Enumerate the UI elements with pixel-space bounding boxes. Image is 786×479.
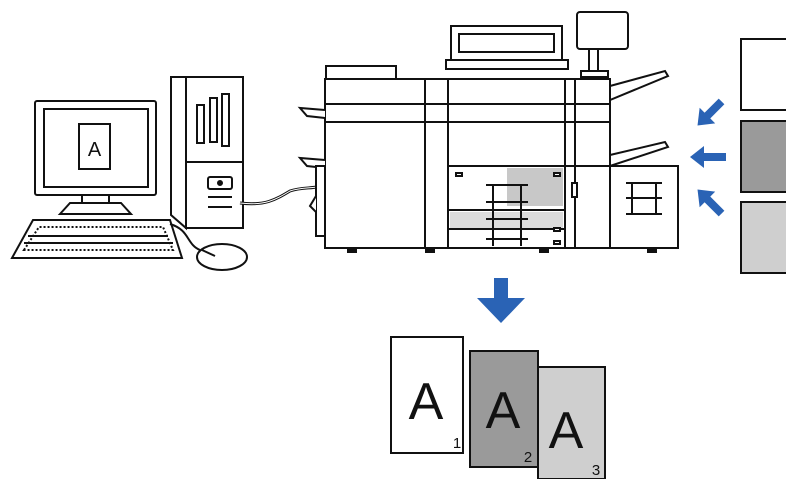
output-page-3-number: 3	[592, 462, 600, 479]
computer: A	[12, 77, 325, 270]
large-capacity-tray	[610, 166, 678, 248]
paper-source-white	[741, 39, 786, 110]
output-page-2-number: 2	[524, 449, 532, 466]
top-tray	[326, 66, 396, 79]
printer	[300, 12, 678, 252]
mouse	[170, 224, 247, 270]
monitor: A	[35, 101, 156, 214]
paper-sources	[741, 39, 786, 273]
output-page-2: A 2	[470, 351, 538, 467]
document-feeder	[446, 26, 568, 69]
paper-source-dark-gray	[741, 121, 786, 192]
output-page-1: A 1	[391, 337, 463, 453]
output-stack: A 3 A 2 A 1	[391, 337, 605, 479]
exit-trays-right	[610, 71, 668, 166]
output-page-1-number: 1	[453, 435, 461, 452]
finisher-trays-left	[300, 108, 325, 236]
output-page-3: A 3	[538, 367, 605, 479]
arrow-bottom-feed	[690, 182, 730, 222]
output-page-3-letter: A	[549, 402, 584, 460]
paper-drawers	[448, 166, 577, 248]
arrow-output-down	[477, 278, 525, 323]
output-page-1-letter: A	[409, 373, 444, 431]
control-panel	[577, 12, 628, 77]
keyboard	[12, 220, 182, 258]
screen-document-letter: A	[88, 139, 102, 161]
arrow-top-feed	[690, 94, 730, 134]
computer-tower	[171, 77, 243, 228]
paper-source-light-gray	[741, 202, 786, 273]
arrow-middle-feed	[690, 146, 726, 168]
output-page-2-letter: A	[486, 382, 521, 440]
